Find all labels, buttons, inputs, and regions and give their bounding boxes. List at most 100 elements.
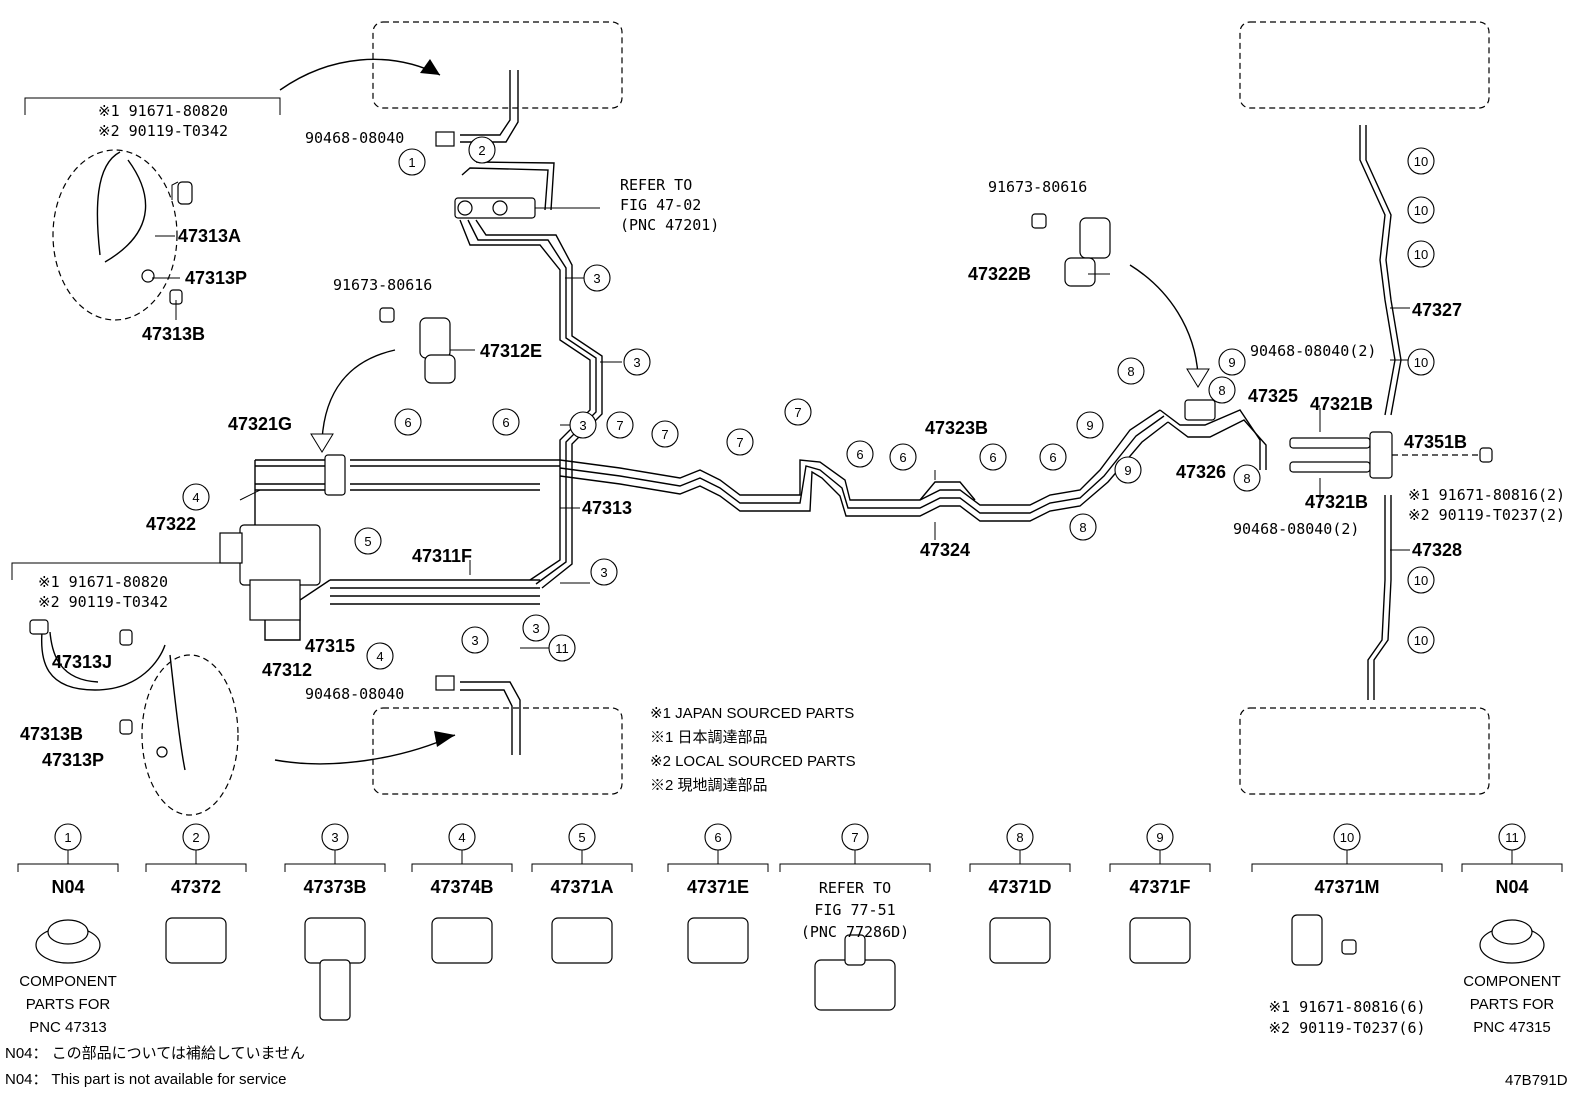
- refer-top-line2: FIG 47-02: [620, 196, 701, 214]
- callout-6: 6: [846, 440, 874, 468]
- callout-7: 7: [651, 420, 679, 448]
- legend-japan-en: ※1 JAPAN SOURCED PARTS: [650, 705, 854, 722]
- label-47326: 47326: [1176, 462, 1226, 482]
- bottom-part-number: 7: [851, 830, 858, 845]
- callout-3: 3: [583, 264, 611, 292]
- label-47351B: 47351B: [1404, 432, 1467, 452]
- legend-local-jp: ※2 現地調達部品: [650, 777, 768, 794]
- callout-label: 6: [856, 447, 863, 462]
- bracket-bottom-left: [11, 562, 275, 580]
- pipe-bundle-vertical: [454, 161, 603, 589]
- legend-local-en: ※2 LOCAL SOURCED PARTS: [650, 753, 856, 770]
- callout-label: 7: [616, 418, 623, 433]
- bottom-part-number: 11: [1505, 830, 1519, 845]
- callout-label: 7: [661, 427, 668, 442]
- callout-6: 6: [889, 443, 917, 471]
- callout-2: 2: [468, 136, 496, 164]
- cable-47313J: [29, 619, 239, 816]
- callout-10: 10: [1407, 240, 1435, 268]
- callout-label: 6: [899, 450, 906, 465]
- callout-label: 3: [600, 565, 607, 580]
- bottom-part-pn: 47371D: [988, 877, 1051, 897]
- note-n04-jp: N04： この部品については補給していません: [5, 1045, 305, 1062]
- bracket-top-left: [24, 97, 281, 115]
- label-47324: 47324: [920, 540, 970, 560]
- callout-1: 1: [398, 148, 426, 176]
- label-47322B: 47322B: [968, 264, 1031, 284]
- callout-label: 8: [1127, 364, 1134, 379]
- arrow-47312E: [310, 349, 396, 453]
- arrow-47322B: [1129, 264, 1210, 388]
- bottom-part-pn: 47374B: [430, 877, 493, 897]
- callout-label: 8: [1243, 471, 1250, 486]
- bottom-part-8: 8 47371D: [969, 823, 1071, 964]
- pipe-right-horizontal: [559, 399, 1267, 522]
- callout-label: 3: [633, 355, 640, 370]
- bottom-part-caption: PNC 47315: [1473, 1019, 1551, 1036]
- bottom-part-pn: 47371A: [550, 877, 613, 897]
- bottom-part-caption: PNC 47313: [29, 1019, 107, 1036]
- refer-top-line3: (PNC 47201): [620, 216, 719, 234]
- callout-4: 4: [182, 483, 210, 511]
- arrow-top-left: [279, 58, 441, 91]
- label-91673-a: 91673-80616: [333, 276, 432, 294]
- callout-label: 6: [404, 415, 411, 430]
- label-47327: 47327: [1412, 300, 1462, 320]
- leaders: [152, 235, 1410, 649]
- callout-label: 10: [1414, 247, 1428, 262]
- callout-label: 9: [1124, 463, 1131, 478]
- label-47321G: 47321G: [228, 414, 292, 434]
- bottom-part-caption: COMPONENT: [19, 973, 117, 990]
- callout-label: 10: [1414, 573, 1428, 588]
- label-90468-2b: 90468-08040(2): [1233, 520, 1359, 538]
- block-47322: [219, 524, 321, 621]
- callout-label: 10: [1414, 355, 1428, 370]
- callout-8: 8: [1117, 357, 1145, 385]
- label-47311F: 47311F: [412, 546, 472, 566]
- bottom-part-number: 8: [1016, 830, 1023, 845]
- bottom-part-number: 10: [1340, 830, 1354, 845]
- callout-label: 4: [192, 490, 199, 505]
- hoses-47321B: [1289, 431, 1493, 479]
- bottom-part-pn: 47372: [171, 877, 221, 897]
- label-47321B-bottom: 47321B: [1305, 492, 1368, 512]
- bottom-part-4: 4 47374B: [411, 823, 513, 964]
- callout-10: 10: [1407, 626, 1435, 654]
- bottom-part-pn: 47371E: [687, 877, 749, 897]
- callout-label: 11: [555, 641, 569, 656]
- label-47313B-bot: 47313B: [20, 724, 83, 744]
- label-91673-b: 91673-80616: [988, 178, 1087, 196]
- callout-6: 6: [1039, 443, 1067, 471]
- label-47321B-top: 47321B: [1310, 394, 1373, 414]
- bottom-part-caption: COMPONENT: [1463, 973, 1561, 990]
- label-47315: 47315: [305, 636, 355, 656]
- label-47323B: 47323B: [925, 418, 988, 438]
- bottom-part-number: 6: [714, 830, 721, 845]
- bl-s1: ※1 91671-80820: [38, 573, 168, 591]
- bottom-part-number: 5: [578, 830, 585, 845]
- label-s1-91671-816: ※1 91671-80816(2): [1408, 486, 1565, 504]
- bottom-part-number: 4: [458, 830, 465, 845]
- callout-label: 7: [794, 405, 801, 420]
- arrow-bottom-left: [274, 731, 456, 765]
- bracket-47322B: [1031, 213, 1111, 287]
- bottom-part-5: 5 47371A: [531, 823, 633, 964]
- callout-label: 8: [1079, 520, 1086, 535]
- callout-label: 1: [408, 155, 415, 170]
- label-47313P-top: 47313P: [185, 268, 247, 288]
- callout-6: 6: [394, 408, 422, 436]
- callout-9: 9: [1076, 411, 1104, 439]
- label-47312: 47312: [262, 660, 312, 680]
- callout-label: 9: [1228, 355, 1235, 370]
- callout-11: 11: [548, 634, 576, 662]
- bottom-part-number: 9: [1156, 830, 1163, 845]
- callout-label: 6: [1049, 450, 1056, 465]
- bottom-part-caption: PARTS FOR: [1470, 996, 1555, 1013]
- callout-3: 3: [461, 626, 489, 654]
